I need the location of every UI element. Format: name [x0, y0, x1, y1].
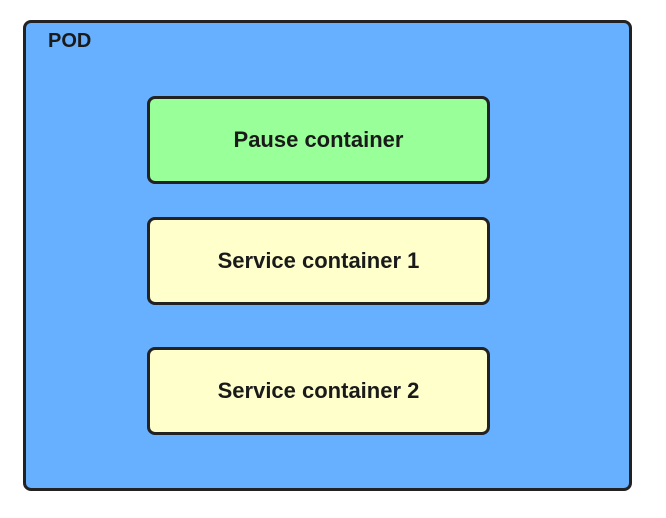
pause-container-box: Pause container [147, 96, 490, 184]
service-container-2-label: Service container 2 [217, 378, 420, 403]
pause-container-label: Pause container [233, 127, 404, 152]
service-container-2-box: Service container 2 [147, 347, 490, 435]
service-container-1-box: Service container 1 [147, 217, 490, 305]
pod-label: POD [48, 30, 92, 52]
service-container-1-label: Service container 1 [217, 248, 420, 273]
